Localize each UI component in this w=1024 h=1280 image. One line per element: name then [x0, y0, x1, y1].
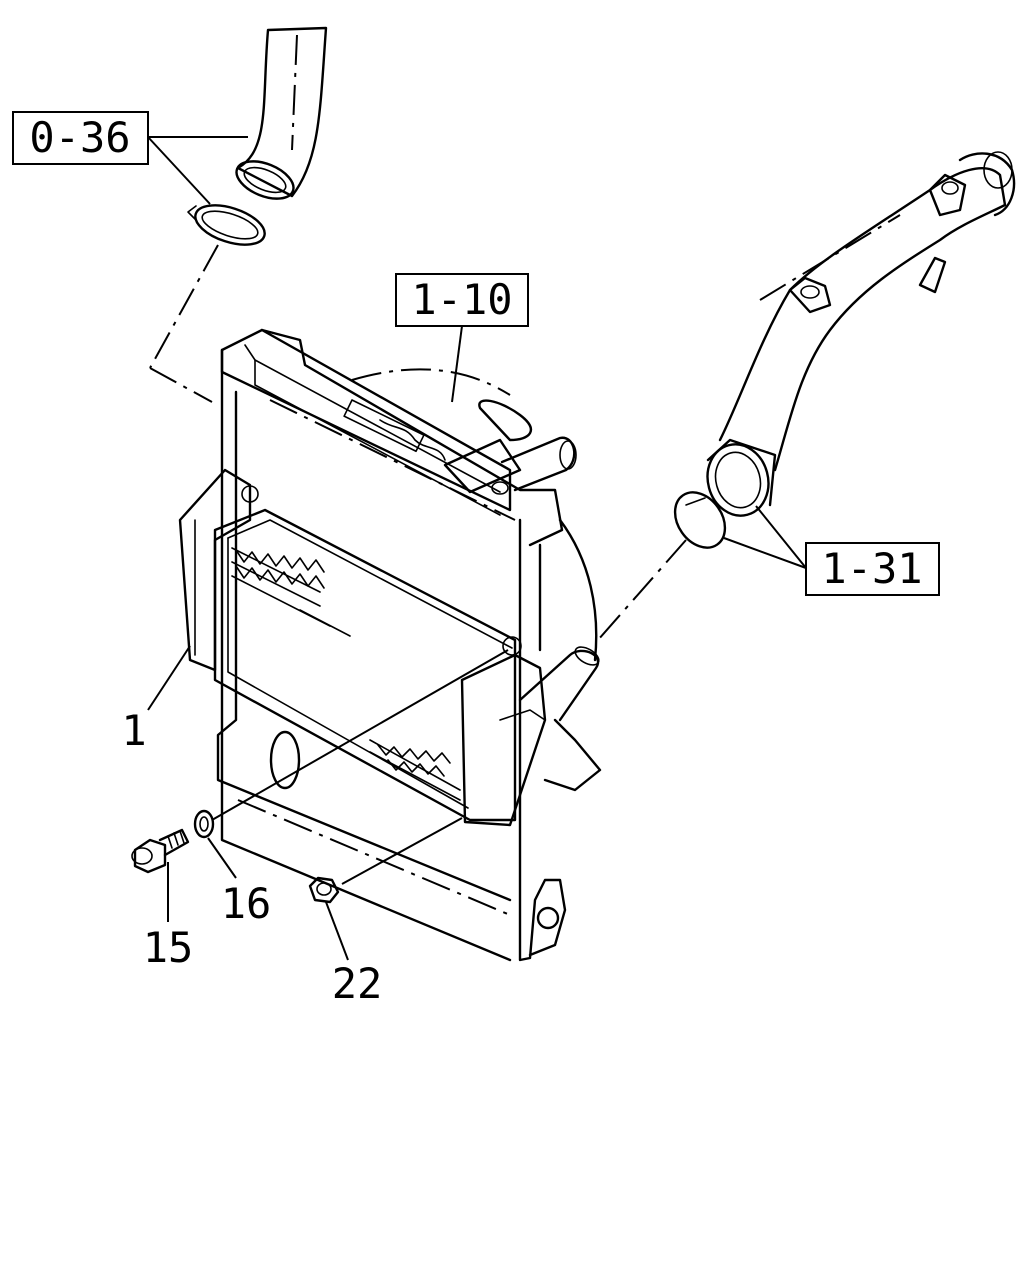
callout-1-31: 1-31 — [805, 542, 940, 596]
label-part-15: 15 — [143, 923, 194, 972]
label-1-10: 1-10 — [411, 275, 512, 324]
upper-hose — [235, 26, 328, 200]
intercooler — [178, 468, 600, 827]
core-fins-lower — [369, 739, 461, 801]
nut — [308, 876, 340, 904]
core-fins-upper — [231, 547, 351, 637]
label-part-22: 22 — [332, 959, 383, 1008]
label-part-1: 1 — [121, 706, 146, 755]
callout-0-36: 0-36 — [12, 111, 149, 165]
washer — [193, 809, 215, 839]
label-1-31: 1-31 — [821, 544, 922, 593]
radiator-assembly — [216, 328, 602, 962]
callout-1-10: 1-10 — [395, 273, 529, 327]
pipe-clamp — [673, 491, 727, 549]
intake-pipe — [706, 151, 1016, 517]
leader-lines — [147, 136, 807, 961]
bolt — [131, 828, 190, 874]
label-part-16: 16 — [221, 879, 272, 928]
label-0-36: 0-36 — [29, 113, 130, 162]
hose-clamp — [187, 204, 266, 246]
